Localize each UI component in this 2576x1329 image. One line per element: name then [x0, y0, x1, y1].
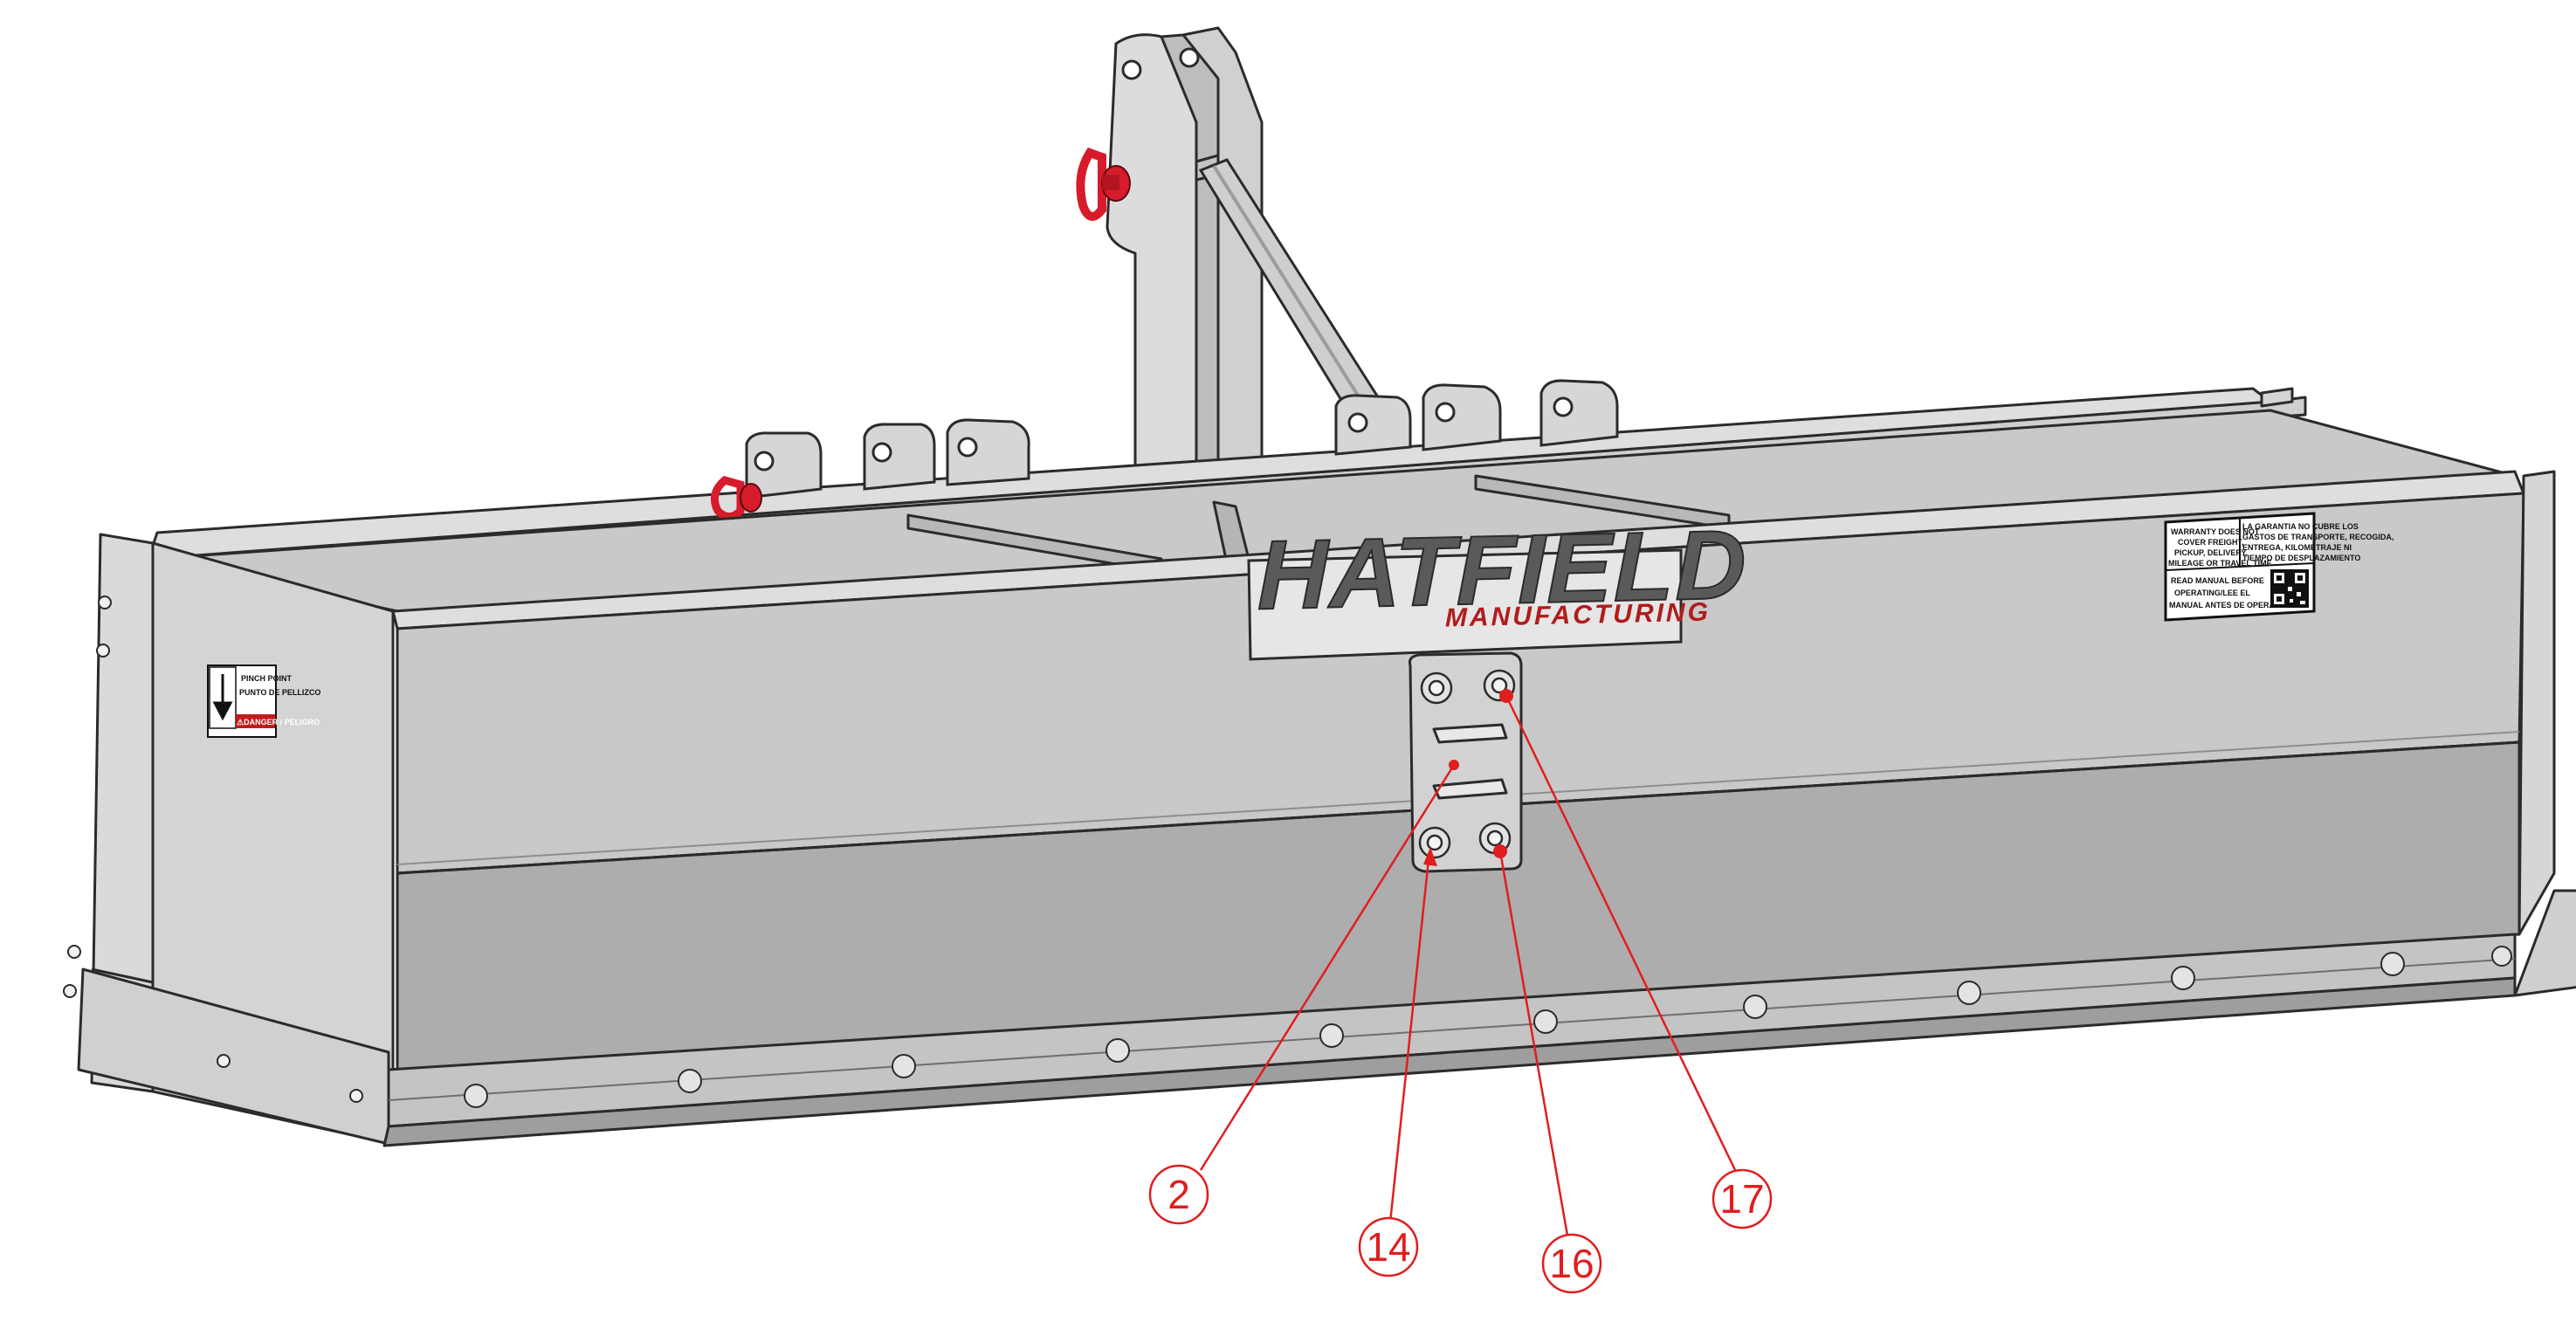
qr-code-icon — [2270, 569, 2309, 608]
brand-subtitle: MANUFACTURING — [1445, 598, 1711, 633]
callout-2: 2 — [1148, 1164, 1209, 1225]
pinch-point-line2: PUNTO DE PELLIZCO — [239, 688, 320, 697]
callout-17: 17 — [1712, 1168, 1773, 1229]
pinch-point-line1: PINCH POINT — [241, 674, 293, 683]
top-hitch-mast — [1105, 26, 1264, 491]
logo-plate: HATFIELD MANUFACTURING — [1247, 509, 1748, 661]
manual-line1: READ MANUAL BEFORE — [2171, 576, 2264, 585]
warranty-es-1: LA GARANTIA NO CUBRE LOS — [2242, 522, 2359, 531]
left-lynch-pin — [710, 476, 762, 520]
warranty-en-1: WARRANTY DOES NOT — [2171, 527, 2260, 536]
warranty-en-4: MILEAGE OR TRAVEL TIME — [2168, 559, 2272, 568]
brand-name: HATFIELD — [1257, 510, 1747, 630]
callout-2-label: 2 — [1167, 1172, 1190, 1217]
mast-lynch-pin — [1076, 147, 1131, 221]
callout-17-label: 17 — [1719, 1176, 1764, 1222]
hitch-plate-bolts — [1418, 669, 1516, 859]
callout-14-label: 14 — [1366, 1224, 1410, 1270]
warranty-es-3: ENTREGA, KILOMETRAJE NI — [2242, 543, 2352, 552]
warranty-en-3: PICKUP, DELIVERY, — [2174, 548, 2248, 557]
warranty-decal: WARRANTY DOES NOT COVER FREIGHT, PICKUP,… — [2164, 512, 2393, 622]
manual-line3: MANUAL ANTES DE OPERAR — [2169, 601, 2281, 609]
warranty-en-2: COVER FREIGHT, — [2178, 538, 2244, 547]
callout-leaders — [1199, 695, 1738, 1236]
pinch-point-decal: PINCH POINT PUNTO DE PELLIZCO ⚠DANGER / … — [207, 664, 320, 738]
callout-14: 14 — [1358, 1216, 1419, 1277]
warranty-es-4: TIEMPO DE DESPLAZAMIENTO — [2242, 554, 2360, 562]
front-blade — [391, 387, 2576, 1071]
pinch-point-danger: ⚠DANGER / PELIGRO — [237, 718, 320, 726]
lower-hitch-tabs — [745, 379, 1619, 499]
leader-16 — [1498, 850, 1569, 1236]
callout-16: 16 — [1541, 1233, 1602, 1294]
manual-line2: OPERATING/LEE EL — [2174, 589, 2250, 597]
callout-16-label: 16 — [1549, 1241, 1594, 1286]
center-hitch-plate — [1409, 651, 1523, 873]
left-side-plate — [77, 533, 395, 1146]
leader-17 — [1505, 695, 1738, 1173]
callout-bubbles: 2 14 16 17 — [1148, 1164, 1773, 1294]
cutting-edge-bolts — [464, 946, 2512, 1108]
cutting-edge — [382, 933, 2517, 1147]
callout-targets — [1423, 689, 1513, 866]
warranty-es-2: GASTOS DE TRANSPORTE, RECOGIDA, — [2242, 533, 2393, 541]
left-side-bolts — [63, 596, 363, 1103]
leader-2 — [1199, 764, 1456, 1171]
leader-14 — [1388, 850, 1431, 1223]
